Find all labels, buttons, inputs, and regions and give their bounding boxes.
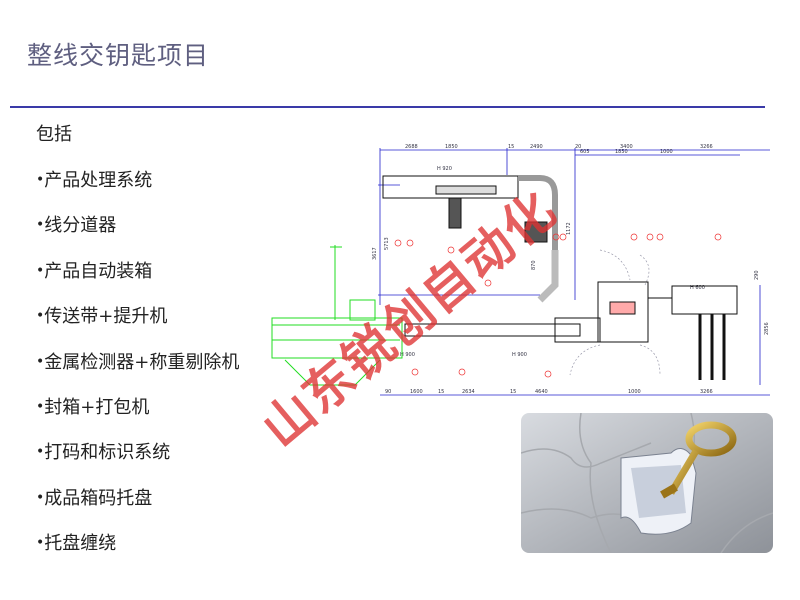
dimension-label: 3617 (372, 247, 378, 260)
list-item: •产品处理系统 (36, 170, 153, 191)
dimension-label: 2856 (764, 322, 770, 335)
list-header: 包括 (36, 124, 72, 145)
dimension-label: 3266 (700, 144, 713, 150)
key-puzzle-illustration (521, 413, 773, 553)
list-item: •产品自动装箱 (36, 260, 153, 282)
list-item: •打码和标识系统 (36, 442, 171, 464)
scope-list: 包括 •产品处理系统 •线分道器 •产品自动装箱 •传送带+提升机 •金属检测器… (36, 122, 239, 576)
dimension-label: 290 (754, 270, 760, 280)
list-item: •金属检测器+称重剔除机 (36, 351, 240, 373)
list-item: •线分道器 (36, 215, 117, 237)
dimension-label: 15 (510, 389, 516, 395)
dimension-label: H 920 (437, 166, 452, 172)
list-item: •成品箱码托盘 (36, 487, 153, 509)
key-puzzle-image (521, 413, 773, 553)
dimension-label: H 600 (690, 285, 705, 291)
dimension-label: 605 (580, 149, 590, 155)
dimension-label: H 900 (512, 352, 527, 358)
dimension-label: 4640 (535, 389, 548, 395)
dimension-label: 1000 (660, 149, 673, 155)
dimension-label: 1600 (410, 389, 423, 395)
list-item: •传送带+提升机 (36, 306, 168, 328)
dimension-label: 2688 (405, 144, 418, 150)
production-line-layout-drawing: 2688 1850 15 2490 20 3400 3266 605 1850 1000 90 160… (271, 144, 770, 396)
dimension-label: 870 (531, 260, 537, 270)
dimension-label: 1172 (566, 222, 572, 235)
dimension-label: 5713 (384, 237, 390, 250)
dimension-label: 1000 (628, 389, 641, 395)
dimension-label: 15 (438, 389, 444, 395)
dimension-label: 3400 (620, 144, 633, 150)
list-item: •封箱+打包机 (36, 396, 150, 418)
slide-title: 整线交钥匙项目 (27, 41, 210, 70)
dimension-label: 3266 (700, 389, 713, 395)
dimension-label: 2490 (530, 144, 543, 150)
dimension-label: 90 (385, 389, 391, 395)
dimension-label: H 900 (400, 352, 415, 358)
dimension-label: 20 (575, 144, 581, 150)
dimension-label: 2634 (462, 389, 475, 395)
list-item: •托盘缠绕 (36, 533, 117, 555)
dimension-label: 1850 (445, 144, 458, 150)
dimension-label: 15 (508, 144, 514, 150)
title-divider (10, 106, 765, 108)
dimension-label: 1850 (615, 149, 628, 155)
